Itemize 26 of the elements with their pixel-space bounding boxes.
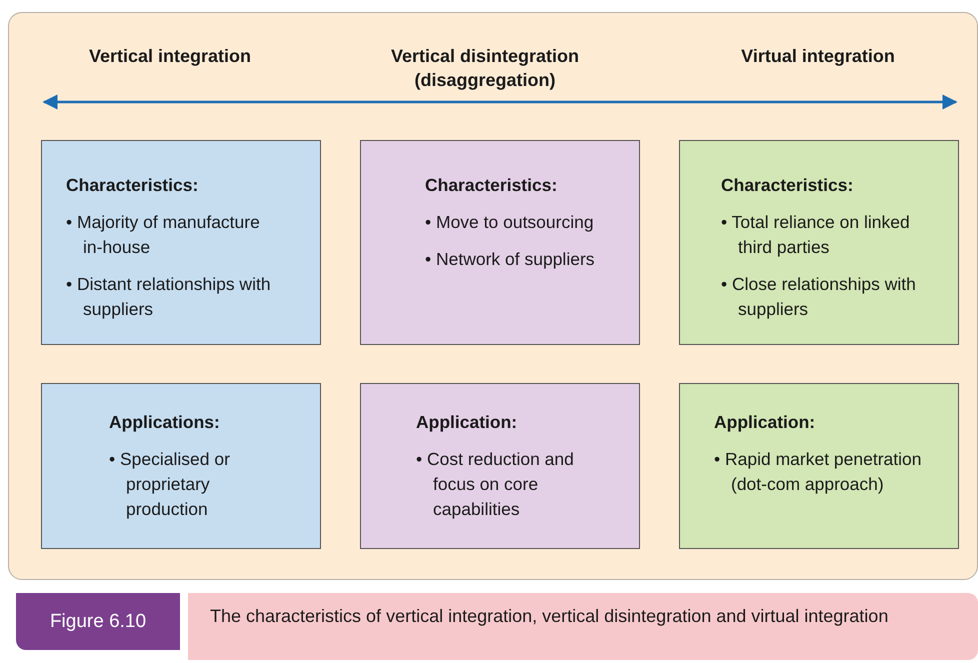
bullet-point: • Move to outsourcing — [425, 211, 595, 234]
figure-caption: The characteristics of vertical integration, vertical disintegration and virtual integration — [188, 593, 978, 660]
text-box — [360, 383, 640, 549]
bullet-point: • Rapid market penetration (dot-com approach) — [714, 448, 922, 496]
column-heading: Vertical disintegration (disaggregation) — [390, 45, 580, 92]
column-heading: Virtual integration — [740, 45, 896, 68]
box-heading: Applications: — [109, 411, 221, 434]
bullet-point: • Network of suppliers — [425, 248, 596, 271]
box-heading: Characteristics: — [721, 174, 854, 197]
box-heading: Characteristics: — [66, 174, 200, 197]
bullet-point: • Distant relationships with suppliers — [66, 273, 272, 321]
bullet-point: • Specialised or proprietary production — [109, 448, 231, 521]
figure-number-tab: Figure 6.10 — [16, 593, 180, 650]
box-heading: Application: — [416, 411, 518, 434]
bullet-point: • Close relationships with suppliers — [721, 273, 917, 321]
bullet-point: • Majority of manufacture in-house — [66, 211, 261, 259]
text-box — [41, 383, 321, 549]
text-box — [679, 140, 959, 345]
column-heading: Vertical integration — [88, 45, 252, 68]
bullet-point: • Cost reduction and focus on core capabilities — [416, 448, 575, 521]
bullet-point: • Total reliance on linked third parties — [721, 211, 911, 259]
text-box — [360, 140, 640, 345]
box-heading: Characteristics: — [425, 174, 558, 197]
text-box — [679, 383, 959, 549]
text-box — [41, 140, 321, 345]
box-heading: Application: — [714, 411, 816, 434]
